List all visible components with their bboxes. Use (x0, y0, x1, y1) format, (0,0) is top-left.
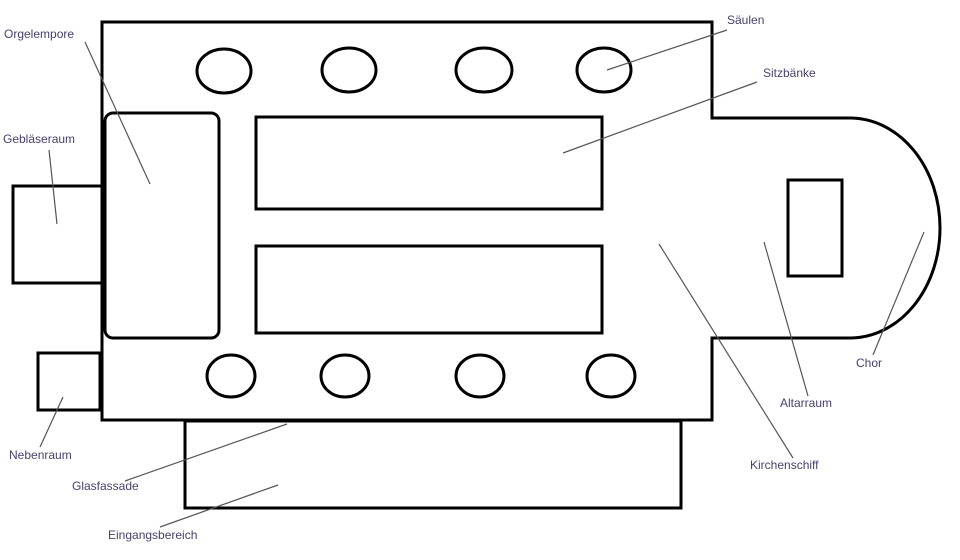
label-geblaeseraum: Gebläseraum (3, 132, 75, 146)
label-nebenraum: Nebenraum (9, 448, 72, 462)
leader-sitzbaenke (562, 81, 758, 154)
saeule-bottom-3 (454, 353, 506, 399)
saeule-bottom-2 (319, 353, 371, 399)
saeule-top-1 (195, 47, 253, 95)
church-outline (100, 20, 942, 422)
saeule-bottom-4 (585, 353, 637, 399)
leader-geblaeseraum (48, 149, 58, 225)
sitzbank-lower (254, 244, 604, 335)
saeule-top-2 (320, 46, 378, 94)
leader-eingangsbereich (159, 484, 279, 528)
leader-altarraum (763, 241, 809, 397)
label-sitzbaenke: Sitzbänke (763, 66, 816, 80)
label-kirchenschiff: Kirchenschiff (750, 458, 819, 472)
label-eingangsbereich: Eingangsbereich (108, 528, 197, 542)
orgelempore-area (103, 111, 221, 340)
sitzbank-upper (254, 115, 604, 211)
leader-orgelempore (84, 41, 151, 185)
label-altarraum: Altarraum (780, 396, 832, 410)
leader-glasfassade (124, 423, 288, 482)
leader-nebenraum (39, 396, 64, 448)
nebenraum-room (36, 351, 102, 412)
altar (786, 178, 844, 278)
leader-saeulen (606, 29, 728, 71)
eingangsbereich-area (183, 419, 683, 510)
geblaeseraum-room (11, 184, 104, 285)
label-saeulen: Säulen (727, 13, 764, 27)
saeule-top-3 (454, 46, 514, 94)
leader-kirchenschiff (658, 243, 794, 459)
label-glasfassade: Glasfassade (72, 479, 139, 493)
label-chor: Chor (856, 356, 882, 370)
saeule-bottom-1 (205, 353, 257, 399)
saeule-top-4 (575, 46, 633, 94)
leader-chor (872, 231, 925, 356)
label-orgelempore: Orgelempore (4, 27, 74, 41)
